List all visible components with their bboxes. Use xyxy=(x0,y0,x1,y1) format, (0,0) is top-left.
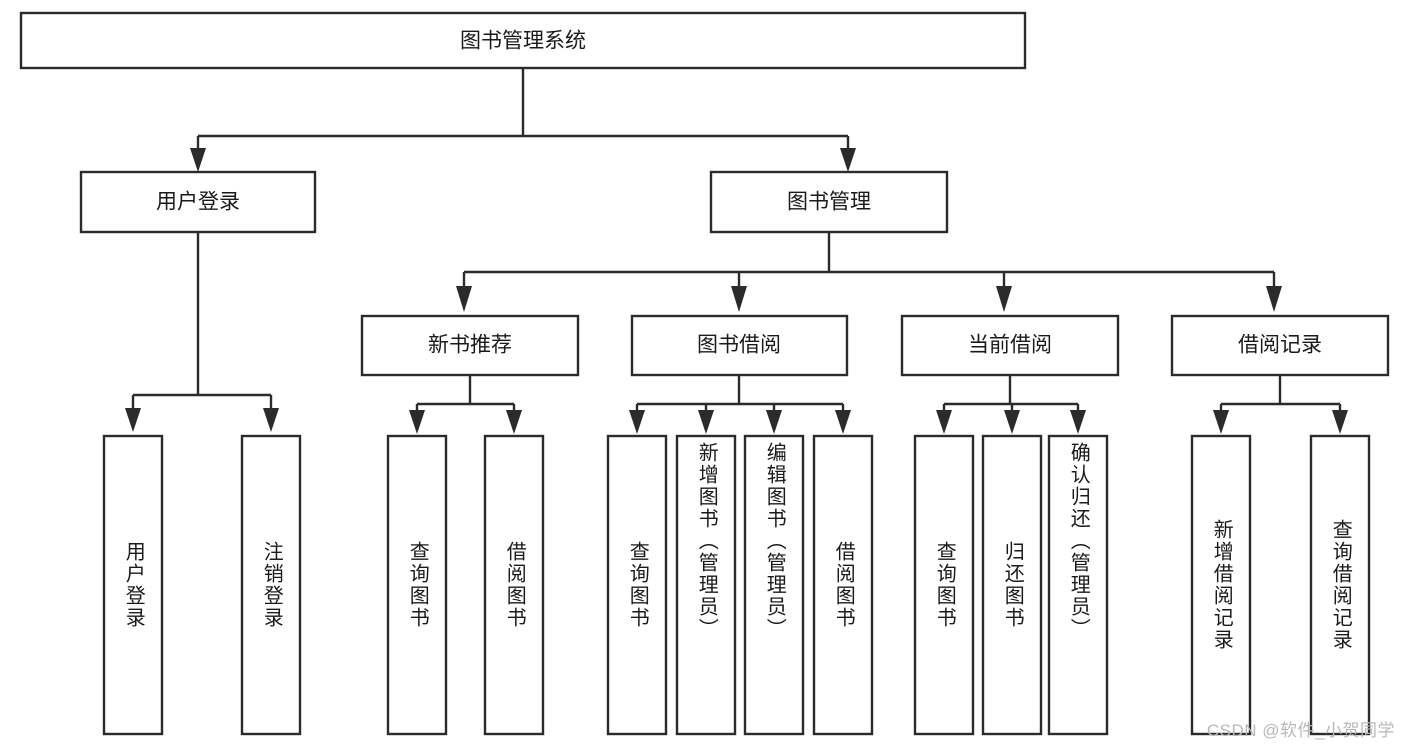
node-book-borrow[interactable]: 图书借阅 xyxy=(630,314,849,377)
leaf-box-borrow-query[interactable] xyxy=(606,434,668,736)
node-book-management-label: 图书管理 xyxy=(787,191,871,214)
connector-root-to-level2 xyxy=(190,68,856,172)
node-root-label: 图书管理系统 xyxy=(460,30,586,53)
node-borrow-records-label: 借阅记录 xyxy=(1238,334,1322,357)
connector-bookmgmt-to-level3 xyxy=(456,232,1282,312)
connector-records-to-leaves xyxy=(1213,375,1348,434)
leaf-box-current-query[interactable] xyxy=(913,434,975,736)
node-user-login-label: 用户登录 xyxy=(156,191,240,214)
node-user-login[interactable]: 用户登录 xyxy=(79,170,317,234)
leaf-box-borrow-edit[interactable] xyxy=(743,434,805,736)
leaf-box-current-confirm[interactable] xyxy=(1047,434,1109,736)
connector-borrow-to-leaves xyxy=(629,375,851,434)
node-new-book-recommend[interactable]: 新书推荐 xyxy=(360,314,580,377)
node-root-system[interactable]: 图书管理系统 xyxy=(19,11,1027,70)
leaf-box-borrow-add[interactable] xyxy=(675,434,737,736)
leaf-box-records-add[interactable] xyxy=(1190,434,1252,736)
leaf-box-borrow-borrow[interactable] xyxy=(812,434,874,736)
leaf-box-recommend-query[interactable] xyxy=(386,434,448,736)
leaf-box-user-login-logout[interactable] xyxy=(240,434,302,736)
node-book-management[interactable]: 图书管理 xyxy=(709,170,949,234)
leaf-box-user-login-login[interactable] xyxy=(102,434,164,736)
node-borrow-records[interactable]: 借阅记录 xyxy=(1170,314,1390,377)
leaf-box-records-query[interactable] xyxy=(1309,434,1371,736)
csdn-watermark: CSDN @软件_小贺同学 xyxy=(1206,721,1395,740)
node-new-book-recommend-label: 新书推荐 xyxy=(428,334,512,357)
connector-recommend-to-leaves xyxy=(409,375,522,434)
node-current-borrow[interactable]: 当前借阅 xyxy=(900,314,1120,377)
leaf-box-recommend-borrow[interactable] xyxy=(483,434,545,736)
node-current-borrow-label: 当前借阅 xyxy=(968,334,1052,357)
leaf-box-current-return[interactable] xyxy=(981,434,1043,736)
node-book-borrow-label: 图书借阅 xyxy=(697,334,781,357)
connector-userlogin-to-leaves xyxy=(125,232,279,432)
connector-current-to-leaves xyxy=(936,375,1086,434)
